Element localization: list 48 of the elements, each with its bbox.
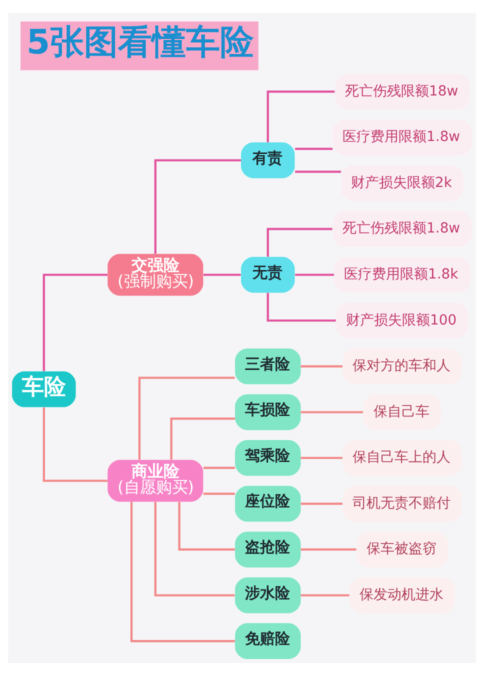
connector <box>138 376 235 460</box>
node-box: 保自己车 <box>363 394 442 430</box>
node-box: 无责 <box>241 256 295 293</box>
connector <box>203 492 235 495</box>
connector <box>300 548 356 551</box>
node-box: 免赔险 <box>235 623 301 660</box>
node-box: 涉水险 <box>235 577 301 614</box>
connector <box>295 274 334 276</box>
connector <box>42 274 108 372</box>
node-box: 有责 <box>241 142 295 178</box>
node-box: 医疗费用限额1.8w <box>332 120 472 156</box>
connector <box>300 365 342 368</box>
connector <box>300 456 342 460</box>
node-box: 财产损失限额2k <box>341 165 464 202</box>
node-box: 驾乘险 <box>235 440 301 476</box>
connector <box>266 228 332 257</box>
node-box: 财产损失限额100 <box>336 302 468 338</box>
node-box: 保自己车上的人 <box>342 440 462 476</box>
node-box: 车损险 <box>235 394 301 430</box>
connector <box>203 274 241 276</box>
connector <box>300 502 342 505</box>
connector <box>266 90 335 142</box>
connector <box>266 292 336 322</box>
node-box: 死亡伤残限额1.8w <box>332 211 472 247</box>
connector <box>295 148 333 150</box>
node-box: 商业险 (自愿购买) <box>108 460 204 502</box>
connector <box>300 594 350 596</box>
diagram-title: 5张图看懂车险 <box>26 22 254 62</box>
node-box: 座位险 <box>235 486 301 522</box>
node-box: 保对方的车和人 <box>342 348 462 384</box>
node-box: 盗抢险 <box>235 532 301 568</box>
connector <box>154 502 235 596</box>
connector <box>42 407 108 482</box>
node-box: 医疗费用限额1.8k <box>334 256 470 293</box>
node-box: 三者险 <box>235 348 301 384</box>
connector <box>300 411 364 414</box>
connector <box>178 502 235 551</box>
node-box: 保车被盗窃 <box>356 532 448 568</box>
node-box: 死亡伤残限额18w <box>335 74 470 110</box>
connector <box>170 418 235 460</box>
connector <box>203 466 235 469</box>
node-box: 司机无责不赔付 <box>342 486 462 522</box>
connector <box>154 159 241 254</box>
node-box: 保发动机进水 <box>350 577 456 614</box>
connector <box>130 502 235 642</box>
node-box: 车险 <box>12 371 76 408</box>
node-box: 交强险 (强制购买) <box>108 254 204 296</box>
connector <box>295 170 341 173</box>
